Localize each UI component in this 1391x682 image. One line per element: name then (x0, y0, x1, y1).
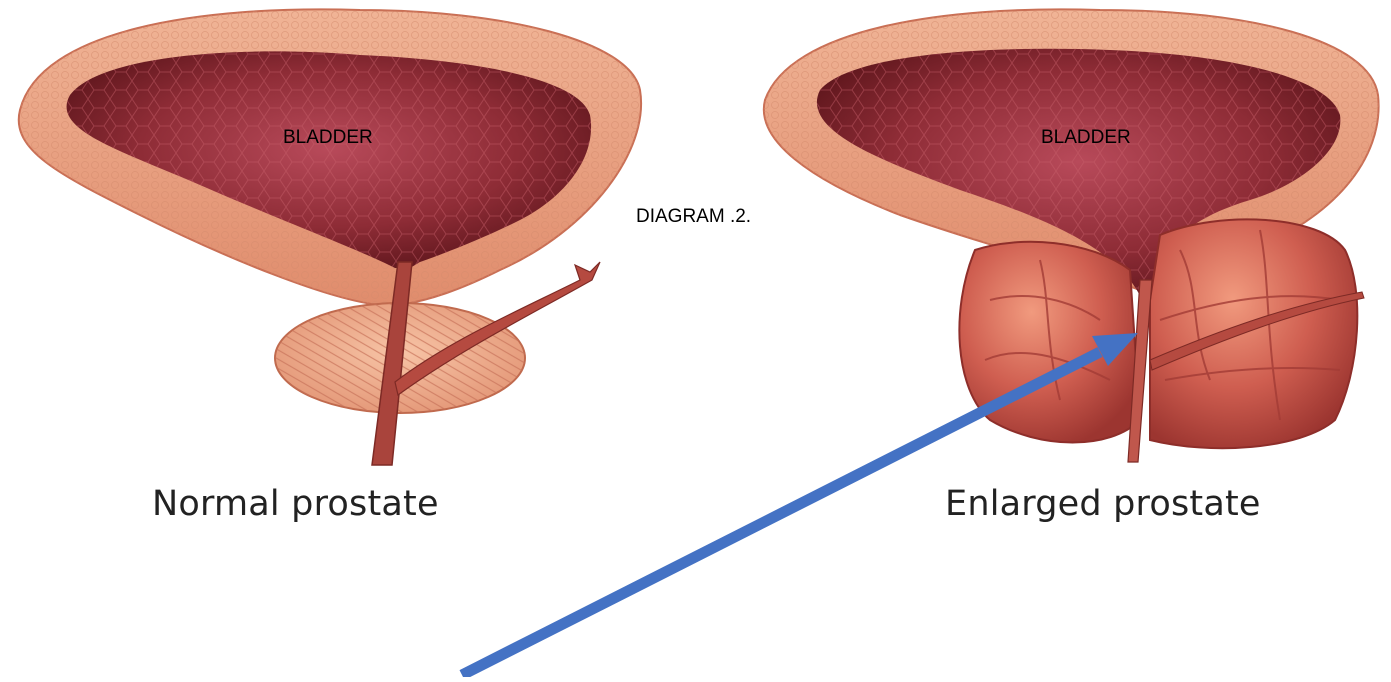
bladder-label-left: BLADDER (283, 127, 373, 149)
enlarged-prostate-figure (764, 9, 1379, 462)
diagram-title: DIAGRAM .2. (636, 206, 751, 228)
caption-enlarged-prostate: Enlarged prostate (945, 484, 1261, 524)
normal-prostate-figure (19, 9, 641, 465)
caption-normal-prostate: Normal prostate (152, 484, 439, 524)
bladder-label-right: BLADDER (1041, 127, 1131, 149)
